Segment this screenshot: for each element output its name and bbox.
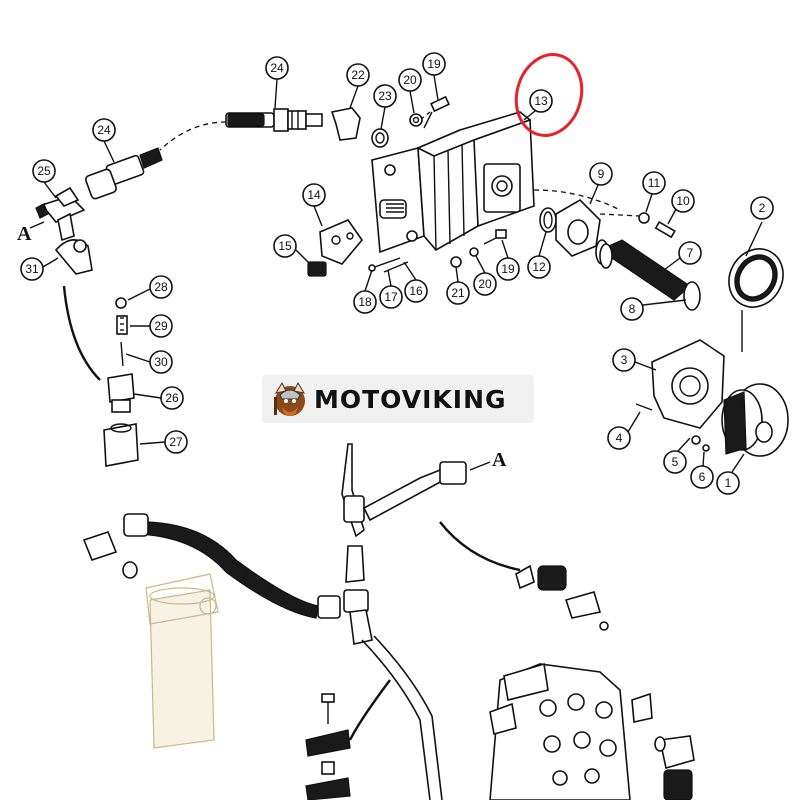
leader-lines	[42, 74, 745, 473]
callout-19-low: 19	[496, 257, 520, 281]
callout-16: 16	[404, 279, 428, 303]
pump-fittings	[307, 95, 507, 277]
marker-leader	[469, 461, 491, 471]
callout-10: 10	[671, 189, 695, 213]
callout-group: 24 24 25 31 22 23 20 19 13 14 15 18 17 1…	[20, 52, 774, 495]
callout-11: 11	[642, 171, 666, 195]
callout-4: 4	[607, 426, 631, 450]
callout-label: 24	[97, 123, 111, 137]
callout-label: 10	[676, 194, 690, 208]
callout-label: 18	[358, 295, 372, 309]
callout-7: 7	[678, 241, 702, 265]
callout-label: 3	[621, 353, 628, 367]
callout-29: 29	[149, 314, 173, 338]
hose-assembly-left	[35, 108, 323, 275]
callout-25: 25	[32, 159, 56, 183]
callout-23: 23	[373, 84, 397, 108]
callout-12: 12	[527, 255, 551, 279]
callout-label: 21	[451, 286, 465, 300]
callout-label: 30	[154, 355, 168, 369]
callout-30: 30	[149, 350, 173, 374]
callout-31: 31	[20, 257, 44, 281]
suction-assembly	[539, 198, 789, 457]
callout-1: 1	[716, 471, 740, 495]
callout-26: 26	[160, 386, 184, 410]
callout-label: 1	[725, 476, 732, 490]
callout-label: 29	[154, 319, 168, 333]
callout-label: 15	[278, 239, 292, 253]
callout-label: 26	[165, 391, 179, 405]
callout-label: 2	[759, 201, 766, 215]
callout-9: 9	[589, 162, 613, 186]
hydraulic-pump	[371, 111, 621, 254]
callout-6: 6	[690, 465, 714, 489]
lower-hydraulic-lines	[82, 443, 695, 800]
callout-label: 17	[384, 290, 398, 304]
callout-label: 28	[154, 280, 168, 294]
marker-leader	[29, 221, 45, 229]
callout-label: 7	[687, 246, 694, 260]
callout-label: 19	[427, 57, 441, 71]
callout-24b: 24	[92, 118, 116, 142]
callout-17: 17	[379, 285, 403, 309]
callout-label: 5	[672, 455, 679, 469]
callout-21: 21	[446, 281, 470, 305]
callout-20-low: 20	[473, 272, 497, 296]
callout-label: 23	[378, 89, 392, 103]
callout-label: 20	[403, 73, 417, 87]
callout-27: 27	[164, 430, 188, 454]
callout-13: 13	[529, 89, 553, 113]
callout-22: 22	[346, 63, 370, 87]
watermark-text: MOTOVIKING	[314, 384, 507, 414]
section-marker-a-left: A	[17, 223, 32, 245]
callout-label: 11	[648, 176, 661, 190]
callout-label: 16	[409, 284, 423, 298]
callout-label: 12	[532, 260, 546, 274]
callout-label: 8	[629, 302, 636, 316]
callout-20-top: 20	[398, 68, 422, 92]
callout-label: 14	[307, 188, 321, 202]
callout-18: 18	[353, 290, 377, 314]
callout-label: 31	[25, 262, 39, 276]
callout-3: 3	[612, 348, 636, 372]
callout-label: 27	[169, 435, 183, 449]
callout-15: 15	[273, 234, 297, 258]
section-marker-a-center: A	[492, 449, 507, 471]
callout-19-top: 19	[422, 52, 446, 76]
callout-24a: 24	[265, 56, 289, 80]
callout-label: 22	[351, 68, 365, 82]
callout-label: 19	[501, 262, 515, 276]
callout-8: 8	[620, 297, 644, 321]
highlight-ring	[514, 53, 584, 137]
callout-label: 4	[616, 431, 623, 445]
check-valve-stack	[62, 285, 139, 467]
viking-logo-icon	[274, 381, 306, 416]
callout-28: 28	[149, 275, 173, 299]
callout-5: 5	[663, 450, 687, 474]
callout-14: 14	[302, 183, 326, 207]
callout-label: 25	[37, 164, 51, 178]
callout-label: 6	[699, 470, 706, 484]
callout-label: 20	[478, 277, 492, 291]
callout-label: 13	[534, 94, 548, 108]
callout-label: 9	[598, 167, 605, 181]
callout-2: 2	[750, 196, 774, 220]
callout-label: 24	[270, 61, 284, 75]
motoviking-watermark: MOTOVIKING	[262, 375, 534, 423]
